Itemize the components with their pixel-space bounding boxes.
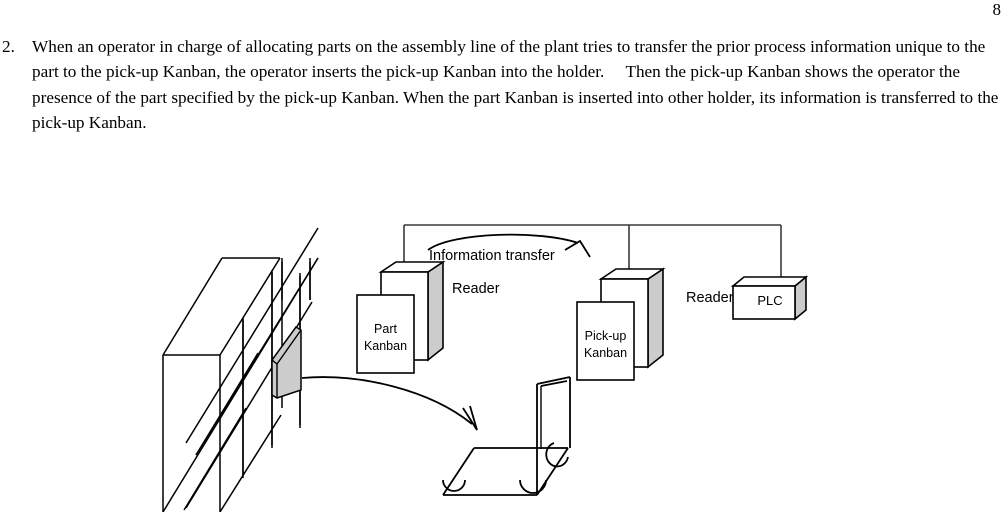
page-number: 8 (992, 0, 1002, 19)
information-transfer-label: Information transfer (429, 248, 555, 264)
plc-unit: PLC (730, 275, 809, 321)
shelf-rack (162, 227, 319, 512)
part-kanban-card: Part Kanban (356, 294, 415, 374)
part-move-arrow (301, 376, 478, 431)
part-kanban-label-line1: Part (374, 322, 397, 336)
information-transfer-arrow (427, 233, 591, 258)
pickup-kanban-label-line1: Pick-up (585, 329, 627, 343)
reader-right (598, 267, 666, 369)
reader-left (378, 260, 446, 362)
inserted-kanban-card (271, 326, 302, 399)
part-kanban-label-line2: Kanban (364, 339, 407, 353)
numbered-list-item: 2. When an operator in charge of allocat… (0, 34, 1008, 136)
pickup-kanban-label-line2: Kanban (584, 346, 627, 360)
parts-cart (442, 376, 571, 496)
reader-right-label: Reader (686, 290, 734, 306)
network-bus (403, 224, 782, 279)
body-text-block: 2. When an operator in charge of allocat… (0, 34, 1008, 136)
plc-label: PLC (757, 293, 782, 308)
pickup-kanban-card: Pick-up Kanban (576, 301, 635, 381)
reader-left-label: Reader (452, 281, 500, 297)
list-item-number: 2. (2, 37, 15, 56)
list-item-text: When an operator in charge of allocating… (32, 37, 1003, 133)
shelf-rack-cells (242, 262, 311, 478)
